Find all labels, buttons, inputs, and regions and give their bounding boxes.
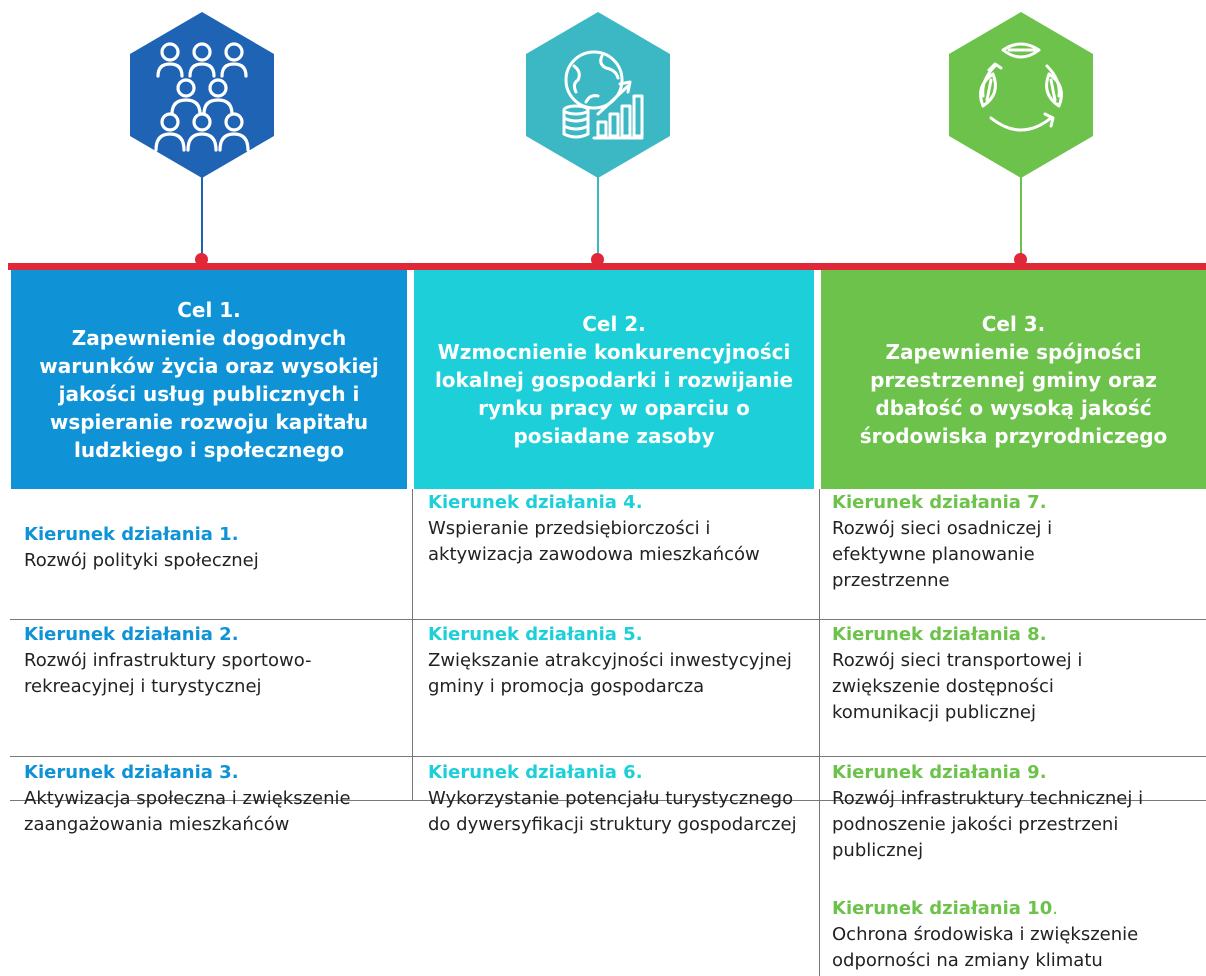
row-divider-2 xyxy=(10,756,1206,757)
timeline-dot-3 xyxy=(1014,253,1027,266)
direction-text: Rozwój infrastruktury sportowo-rekreacyj… xyxy=(24,650,312,697)
connector-line-2 xyxy=(597,150,599,258)
direction-title: Kierunek działania 3. xyxy=(24,762,239,783)
direction-title: Kierunek działania 5. xyxy=(428,624,643,645)
timeline-bar xyxy=(8,263,1206,270)
timeline-dot-1 xyxy=(195,253,208,266)
direction-title: Kierunek działania 8. xyxy=(832,624,1047,645)
direction-7: Kierunek działania 7. Rozwój sieci osadn… xyxy=(832,490,1122,594)
direction-text: Aktywizacja społeczna i zwiększenie zaan… xyxy=(24,788,351,835)
direction-10: Kierunek działania 10. Ochrona środowisk… xyxy=(832,896,1204,974)
connector-line-3 xyxy=(1020,150,1022,258)
direction-title: Kierunek działania 4. xyxy=(428,492,643,513)
direction-title-wrap: Kierunek działania 10. xyxy=(832,896,1204,922)
goal-1-header: Cel 1. Zapewnienie dogodnych warunków ży… xyxy=(11,270,407,489)
goal-3-header: Cel 3. Zapewnienie spójności przestrzenn… xyxy=(821,270,1206,489)
direction-title: Kierunek działania 2. xyxy=(24,624,239,645)
globe-coins-growth-icon xyxy=(526,12,670,178)
recycle-leaves-icon xyxy=(949,12,1093,178)
direction-1: Kierunek działania 1. Rozwój polityki sp… xyxy=(24,522,404,574)
goal-2-number: Cel 2. xyxy=(582,311,646,336)
direction-2: Kierunek działania 2. Rozwój infrastrukt… xyxy=(24,622,394,700)
direction-text: Rozwój sieci osadniczej i efektywne plan… xyxy=(832,518,1053,591)
direction-title: Kierunek działania 7. xyxy=(832,492,1047,513)
direction-title: Kierunek działania 10 xyxy=(832,898,1053,919)
direction-text: Wykorzystanie potencjału turystycznego d… xyxy=(428,788,797,835)
direction-text: Rozwój polityki społecznej xyxy=(24,550,259,571)
goal-2-header: Cel 2. Wzmocnienie konkurencyjności loka… xyxy=(414,270,814,489)
direction-title-suffix: . xyxy=(1052,898,1058,919)
direction-9: Kierunek działania 9. Rozwój infrastrukt… xyxy=(832,760,1204,864)
goal-3-title: Zapewnienie spójności przestrzennej gmin… xyxy=(859,339,1168,448)
direction-text: Rozwój sieci transportowej i zwiększenie… xyxy=(832,650,1083,723)
direction-title: Kierunek działania 1. xyxy=(24,524,239,545)
timeline-dot-2 xyxy=(591,253,604,266)
direction-text: Zwiększanie atrakcyjności inwestycyjnej … xyxy=(428,650,792,697)
direction-title: Kierunek działania 9. xyxy=(832,762,1047,783)
hexagon-goal-2 xyxy=(524,10,672,180)
goal-1-title: Zapewnienie dogodnych warunków życia ora… xyxy=(39,325,379,462)
direction-text: Wspieranie przedsiębiorczości i aktywiza… xyxy=(428,518,760,565)
people-group-icon xyxy=(130,12,274,178)
row-divider-1 xyxy=(10,619,1206,620)
direction-title: Kierunek działania 6. xyxy=(428,762,643,783)
direction-3: Kierunek działania 3. Aktywizacja społec… xyxy=(24,760,364,838)
direction-text: Rozwój infrastruktury technicznej i podn… xyxy=(832,788,1144,861)
connector-line-1 xyxy=(201,150,203,258)
goal-3-number: Cel 3. xyxy=(981,311,1046,336)
row-divider-3 xyxy=(10,800,1206,801)
hexagon-goal-1 xyxy=(128,10,276,180)
hexagon-goal-3 xyxy=(947,10,1095,180)
direction-4: Kierunek działania 4. Wspieranie przedsi… xyxy=(428,490,783,568)
column-divider-1 xyxy=(412,489,413,801)
goal-2-title: Wzmocnienie konkurencyjności lokalnej go… xyxy=(434,339,794,448)
direction-text: Ochrona środowiska i zwiększenie odporno… xyxy=(832,924,1139,971)
direction-6: Kierunek działania 6. Wykorzystanie pote… xyxy=(428,760,813,838)
direction-5: Kierunek działania 5. Zwiększanie atrakc… xyxy=(428,622,798,700)
column-divider-2 xyxy=(819,489,820,976)
goal-1-number: Cel 1. xyxy=(177,297,241,322)
direction-8: Kierunek działania 8. Rozwój sieci trans… xyxy=(832,622,1162,726)
